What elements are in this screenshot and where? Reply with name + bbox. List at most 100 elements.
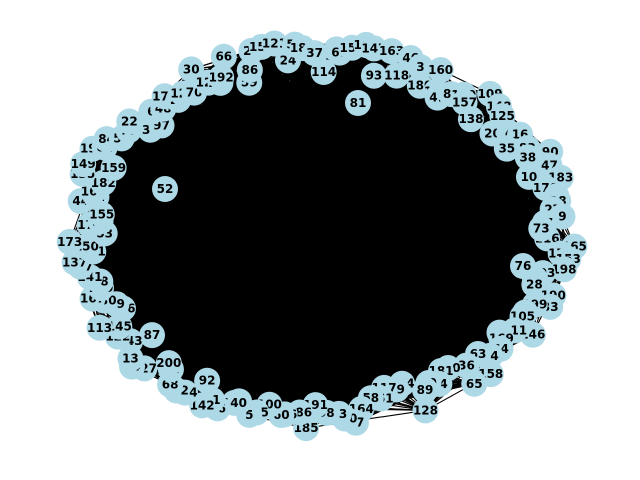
- node-label: 66: [215, 50, 232, 64]
- node-label: 76: [515, 259, 532, 273]
- node-label: 125: [490, 109, 515, 123]
- graph-node: 200: [155, 350, 182, 377]
- node-label: 52: [157, 182, 174, 196]
- node-label: 128: [413, 403, 438, 417]
- node-label: 155: [89, 208, 114, 222]
- graph-node: 118: [383, 62, 410, 89]
- node-label: 38: [519, 150, 536, 164]
- node-label: 142: [190, 398, 215, 412]
- graph-node: 65: [461, 370, 488, 397]
- graph-node: 160: [427, 57, 454, 84]
- graph-node: 92: [194, 367, 221, 394]
- node-circle: [345, 90, 371, 116]
- node-circle: [139, 322, 166, 349]
- node-circle: [56, 228, 83, 255]
- node-label: 30: [183, 62, 200, 76]
- node-label: 73: [533, 222, 550, 236]
- node-circle: [412, 376, 439, 403]
- node-label: 118: [384, 69, 409, 83]
- node-label: 13: [122, 352, 139, 366]
- node-circle: [210, 43, 237, 70]
- node-layer: 1161651751531981032328190331998105146111…: [56, 30, 588, 442]
- node-circle: [208, 64, 235, 91]
- graph-node: 86: [236, 57, 263, 84]
- graph-node: 198: [550, 256, 577, 283]
- graph-node: 192: [208, 64, 235, 91]
- node-circle: [457, 106, 484, 133]
- node-label: 138: [458, 112, 483, 126]
- node-label: 145: [107, 320, 132, 334]
- node-label: 28: [526, 278, 543, 292]
- node-label: 89: [417, 383, 434, 397]
- node-label: 87: [144, 328, 161, 342]
- node-label: 198: [551, 262, 576, 276]
- graph-node: 87: [139, 322, 166, 349]
- node-circle: [493, 135, 520, 162]
- node-circle: [514, 144, 541, 171]
- node-label: 200: [156, 356, 181, 370]
- node-label: 113: [87, 321, 112, 335]
- node-label: 157: [452, 95, 477, 109]
- node-circle: [412, 397, 439, 424]
- node-label: 160: [428, 63, 453, 77]
- graph-node: 66: [210, 43, 237, 70]
- edge-mass: [105, 80, 535, 400]
- node-label: 173: [57, 235, 82, 249]
- graph-node: 73: [528, 215, 555, 242]
- graph-node: 159: [100, 154, 127, 181]
- graph-node: 138: [457, 106, 484, 133]
- graph-node: 38: [514, 144, 541, 171]
- node-label: 65: [466, 377, 483, 391]
- node-circle: [427, 57, 454, 84]
- node-circle: [236, 57, 263, 84]
- graph-node: 81: [345, 90, 371, 116]
- graph-node: 113: [86, 314, 113, 341]
- node-label: 163: [379, 44, 404, 58]
- graph-node: 114: [310, 59, 337, 86]
- graph-node: 128: [412, 397, 439, 424]
- node-label: 3: [416, 60, 424, 74]
- node-circle: [360, 62, 387, 89]
- node-label: 9: [558, 210, 566, 224]
- node-label: 137: [62, 255, 87, 269]
- graph-node: 35: [493, 135, 520, 162]
- node-label: 37: [306, 46, 323, 60]
- graph-node: 89: [412, 376, 439, 403]
- node-label: 121: [262, 36, 287, 50]
- node-label: 5: [245, 408, 253, 422]
- node-circle: [461, 370, 488, 397]
- node-circle: [383, 62, 410, 89]
- graph-node: 76: [510, 253, 536, 279]
- graph-node: 28: [521, 271, 548, 298]
- node-circle: [116, 108, 143, 135]
- graph-node: 22: [116, 108, 143, 135]
- node-circle: [194, 367, 221, 394]
- node-circle: [152, 176, 178, 202]
- node-circle: [521, 271, 548, 298]
- node-label: 114: [311, 65, 336, 79]
- graph-node: 52: [152, 176, 178, 202]
- node-circle: [407, 54, 434, 81]
- node-label: 159: [101, 161, 126, 175]
- node-label: 93: [366, 69, 383, 83]
- node-circle: [550, 256, 577, 283]
- node-label: 86: [242, 63, 259, 77]
- node-label: 192: [209, 71, 234, 85]
- node-circle: [510, 253, 536, 279]
- graph-node: 93: [360, 62, 387, 89]
- node-circle: [310, 59, 337, 86]
- node-label: 22: [121, 114, 138, 128]
- node-circle: [528, 215, 555, 242]
- node-circle: [100, 154, 127, 181]
- node-label: 36: [458, 359, 475, 373]
- node-circle: [155, 350, 182, 377]
- graph-node: 3: [407, 54, 434, 81]
- node-label: 10: [521, 170, 538, 184]
- node-circle: [86, 314, 113, 341]
- graph-node: 173: [56, 228, 83, 255]
- node-label: 35: [498, 142, 515, 156]
- node-label: 81: [350, 96, 367, 110]
- node-label: 92: [199, 374, 216, 388]
